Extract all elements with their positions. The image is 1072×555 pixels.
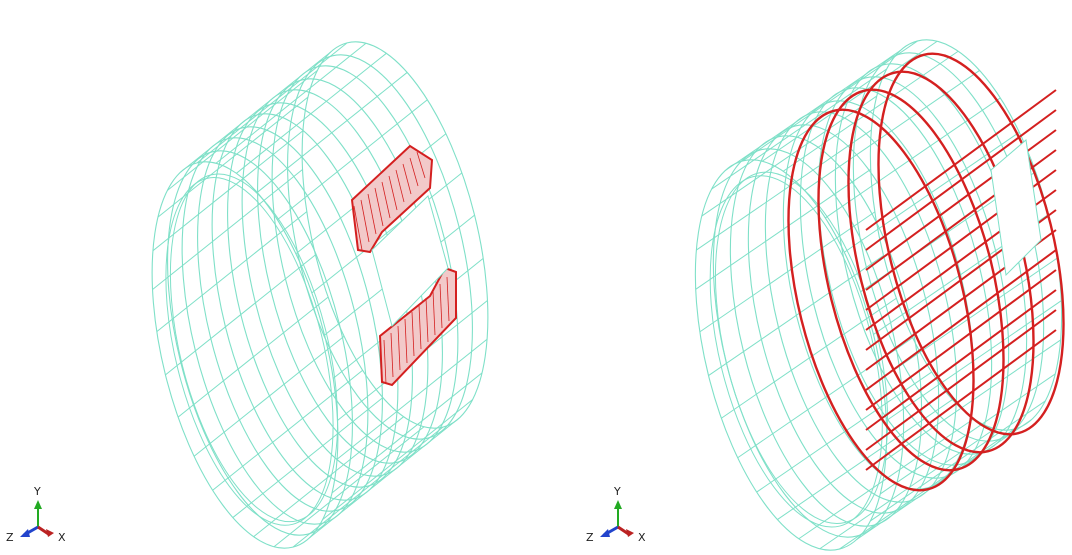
mesh-stringer [196, 42, 348, 164]
hatch-line [367, 193, 377, 235]
highlighted-stiffeners [787, 52, 1065, 492]
mesh-stringer [212, 369, 363, 491]
hatch-line [383, 339, 387, 385]
hatch-line [409, 157, 419, 187]
mesh-model-left: Y Z X [6, 41, 489, 549]
mesh-stringer [152, 130, 304, 252]
mesh-stringer [236, 52, 387, 174]
hatch-line [381, 181, 391, 219]
mesh-stringer [215, 42, 367, 164]
mesh-stringer [331, 372, 483, 494]
hatch-line [390, 332, 394, 378]
hatch-line [374, 187, 384, 227]
axis-label-x: X [58, 531, 66, 544]
mesh-stringer [167, 70, 318, 191]
coordinate-triad-icon: Y Z X [6, 485, 66, 544]
hatch-line [402, 163, 412, 195]
mesh-stringer [825, 97, 1001, 219]
shell-mesh [694, 39, 1063, 551]
hatch-line [395, 169, 405, 203]
axis-label-y: Y [613, 485, 621, 498]
mesh-stringer [725, 49, 901, 171]
hatch-line [425, 297, 429, 343]
mesh-stringer [309, 417, 460, 539]
shell-mesh [151, 41, 489, 549]
axis-label-z: Z [6, 531, 14, 544]
mesh-stringer [699, 211, 876, 333]
highlight-patch-upper [350, 144, 434, 254]
mesh-stringer [761, 40, 938, 162]
mesh-ring [181, 137, 369, 525]
mesh-stringer [253, 416, 404, 538]
cutout-opening [371, 195, 449, 327]
axis-label-x: X [638, 531, 646, 544]
stringer-line [865, 109, 1057, 251]
mesh-stringer [157, 96, 309, 218]
mesh-stringer [156, 211, 308, 332]
mesh-stringer [777, 399, 953, 520]
viewport-left[interactable]: Y Z X [0, 0, 536, 555]
mesh-stringer [844, 131, 1020, 253]
hatch-line [397, 325, 401, 371]
mesh-stringer [782, 50, 959, 172]
stringer-line [865, 89, 1057, 231]
hatch-line [416, 151, 426, 179]
viewport-right[interactable]: Y Z X [536, 0, 1072, 555]
stiffener-ring [877, 52, 1065, 436]
mesh-stringer [701, 95, 878, 217]
hatch-line [360, 199, 370, 243]
mesh-inner-ring [165, 177, 334, 526]
stiffener-ring [817, 88, 1005, 472]
mesh-stringer [721, 297, 897, 419]
highlighted-patches [350, 144, 457, 387]
mesh-stringer [165, 254, 316, 376]
coordinate-triad-icon: Y Z X [586, 485, 646, 544]
mesh-stringer [322, 399, 473, 520]
mesh-stringer [193, 335, 345, 457]
hatch-line [446, 276, 450, 322]
mesh-stringer [708, 255, 884, 376]
mesh-stringer [232, 397, 384, 518]
mesh-stringer [695, 168, 871, 290]
mesh-stringer [711, 68, 887, 190]
mesh-stringer [152, 169, 303, 290]
mesh-stringer [292, 426, 444, 548]
hatch-line [439, 283, 443, 329]
hatch-line [388, 175, 398, 211]
mesh-model-right: Y Z X [586, 39, 1065, 551]
mesh-stringer [277, 99, 428, 221]
mesh-stringer [177, 296, 329, 418]
hatch-line [432, 290, 436, 336]
mesh-stringer [273, 426, 425, 548]
axis-label-z: Z [586, 531, 594, 544]
hatch-line [353, 205, 363, 251]
mesh-stringer [804, 70, 980, 191]
stringer-line [865, 289, 1057, 431]
mesh-stringer [256, 72, 408, 193]
stringer-line [865, 329, 1057, 471]
stringer-line [865, 269, 1057, 411]
mesh-stringer [311, 172, 463, 294]
mesh-ring [271, 65, 459, 453]
hatch-line [404, 318, 408, 364]
stringer-line [865, 249, 1057, 391]
mesh-stringer [742, 40, 918, 162]
mesh-stringer [756, 371, 932, 493]
mesh-ring [817, 76, 1010, 466]
hatch-line [418, 304, 422, 350]
mesh-stringer [180, 51, 331, 173]
mesh-inner-ring [709, 175, 883, 528]
cutout-opening [990, 139, 1042, 277]
hatch-line [411, 311, 415, 357]
stringer-line [865, 309, 1057, 451]
axis-label-y: Y [33, 485, 41, 498]
mesh-stringer [696, 129, 872, 251]
mesh-stringer [336, 338, 488, 460]
